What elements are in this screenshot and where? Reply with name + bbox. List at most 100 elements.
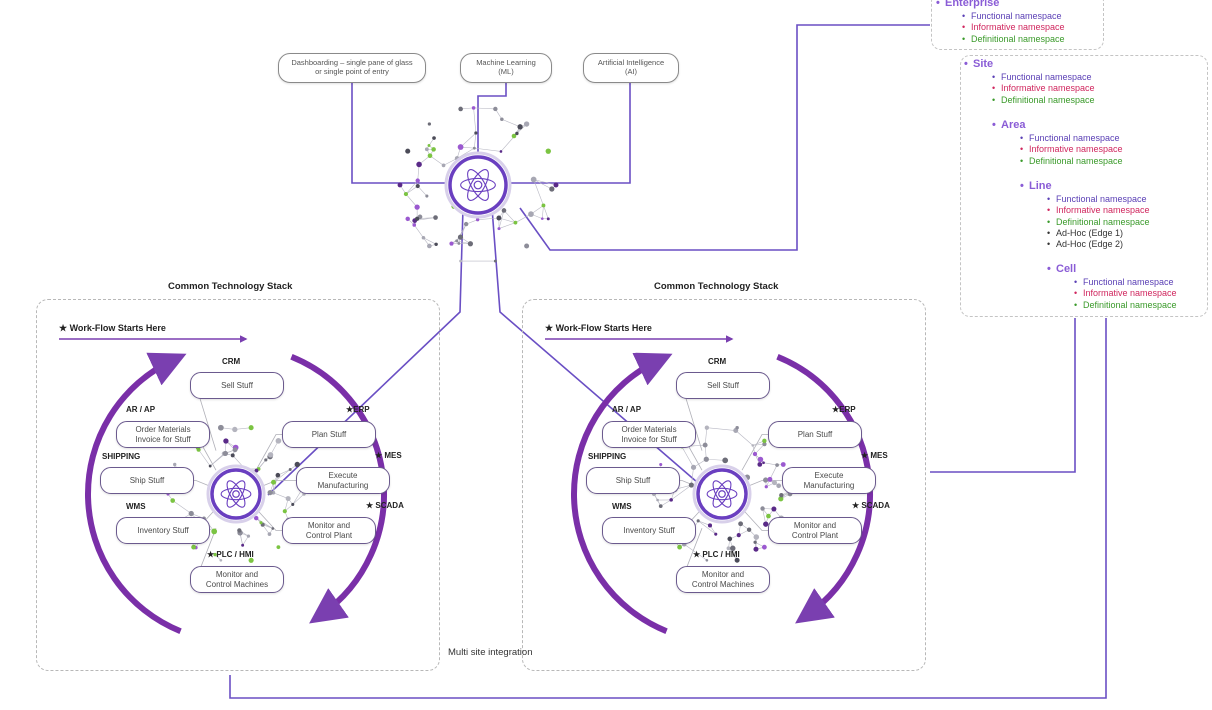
globe-node bbox=[523, 121, 530, 127]
system-box-1-3[interactable]: Execute Manufacturing bbox=[296, 467, 390, 494]
level-site: •Site bbox=[964, 58, 993, 70]
globe-node bbox=[455, 239, 459, 243]
globe-node bbox=[760, 506, 765, 511]
globe-edge bbox=[443, 158, 458, 166]
globe-node bbox=[282, 509, 287, 514]
globe-node bbox=[546, 217, 550, 221]
globe-node bbox=[496, 215, 502, 221]
globe-node bbox=[427, 243, 432, 249]
globe-node bbox=[493, 106, 498, 112]
multi-site-label: Multi site integration bbox=[448, 647, 533, 658]
system-link bbox=[741, 508, 768, 531]
globe-node bbox=[188, 510, 194, 517]
system-tag-1-8: AR / AP bbox=[126, 405, 156, 414]
stack-title-2: Common Technology Stack bbox=[654, 281, 779, 292]
globe-node bbox=[254, 468, 259, 473]
globe-edge bbox=[698, 520, 711, 526]
globe-edge bbox=[423, 237, 437, 245]
system-box-1-8[interactable]: Order Materials Invoice for Stuff bbox=[116, 421, 210, 448]
namespace-label: Informative namespace bbox=[1001, 83, 1095, 94]
atom-orbit bbox=[460, 177, 496, 193]
bullet-icon: • bbox=[1047, 216, 1051, 227]
globe-node bbox=[397, 182, 403, 188]
globe-node bbox=[434, 242, 438, 247]
system-tag-2-1: CRM bbox=[708, 357, 727, 366]
cycle-arrow-left bbox=[571, 352, 673, 635]
level-label: Enterprise bbox=[945, 0, 1000, 9]
globe-edge bbox=[681, 446, 694, 468]
globe-node bbox=[549, 186, 555, 192]
globe-node bbox=[738, 521, 744, 527]
system-box-1-2[interactable]: Plan Stuff bbox=[282, 421, 376, 448]
globe-node bbox=[457, 234, 464, 240]
input-dash[interactable]: Dashboarding – single pane of glass or s… bbox=[278, 53, 426, 83]
globe-node bbox=[541, 203, 546, 208]
globe-edge bbox=[273, 492, 289, 499]
namespace-cell-1: •Functional namespace bbox=[1074, 277, 1174, 287]
globe-edge bbox=[503, 210, 516, 223]
globe-node bbox=[726, 546, 731, 551]
globe-node bbox=[753, 546, 759, 552]
system-box-1-1[interactable]: Sell Stuff bbox=[190, 372, 284, 399]
namespace-label: Definitional namespace bbox=[1056, 216, 1150, 227]
globe-node bbox=[771, 506, 777, 512]
globe-edge bbox=[405, 180, 418, 195]
input-ai[interactable]: Artificial Intelligence (AI) bbox=[583, 53, 679, 83]
enterprise-box bbox=[931, 0, 1104, 50]
system-box-2-8[interactable]: Order Materials Invoice for Stuff bbox=[602, 421, 696, 448]
globe-node bbox=[707, 523, 713, 528]
namespace-line-1: •Functional namespace bbox=[1047, 194, 1147, 204]
globe-node bbox=[735, 425, 739, 430]
globe-node bbox=[688, 482, 694, 488]
system-box-2-7[interactable]: Ship Stuff bbox=[586, 467, 680, 494]
globe-edge bbox=[198, 449, 211, 467]
system-tag-2-5: ★ PLC / HMI bbox=[693, 550, 740, 559]
globe-node bbox=[431, 147, 436, 152]
globe-edge bbox=[460, 132, 477, 148]
atom-icon bbox=[220, 480, 252, 508]
system-box-1-4[interactable]: Monitor and Control Plant bbox=[282, 517, 376, 544]
system-box-2-3[interactable]: Execute Manufacturing bbox=[782, 467, 876, 494]
globe-node bbox=[170, 498, 176, 503]
system-box-2-6[interactable]: Inventory Stuff bbox=[602, 517, 696, 544]
level-enterprise: •Enterprise bbox=[936, 0, 999, 9]
atom-orbit bbox=[712, 480, 732, 508]
globe-node bbox=[517, 124, 523, 130]
system-link bbox=[255, 434, 282, 471]
system-box-1-7[interactable]: Ship Stuff bbox=[100, 467, 194, 494]
system-tag-2-8: AR / AP bbox=[612, 405, 642, 414]
globe-edge bbox=[473, 107, 496, 110]
namespace-globes bbox=[166, 106, 793, 563]
atom-icon bbox=[706, 480, 738, 508]
globe-node bbox=[267, 452, 274, 458]
globe-node bbox=[763, 521, 769, 527]
globe-node bbox=[232, 426, 238, 433]
globe-node bbox=[471, 106, 476, 110]
globe-node bbox=[705, 558, 709, 562]
globe-node bbox=[425, 194, 429, 198]
system-box-2-2[interactable]: Plan Stuff bbox=[768, 421, 862, 448]
input-ml[interactable]: Machine Learning (ML) bbox=[460, 53, 552, 83]
globe-node bbox=[267, 489, 273, 496]
system-box-2-4[interactable]: Monitor and Control Plant bbox=[768, 517, 862, 544]
globe-node bbox=[702, 442, 708, 448]
globe-edge bbox=[273, 475, 279, 493]
namespace-label: Informative namespace bbox=[1029, 144, 1123, 155]
namespace-site-2: •Informative namespace bbox=[992, 83, 1095, 93]
globe-node bbox=[778, 496, 784, 502]
globe-node bbox=[405, 148, 411, 154]
system-box-1-5[interactable]: Monitor and Control Machines bbox=[190, 566, 284, 593]
globe-node bbox=[414, 204, 420, 210]
globe-edge bbox=[706, 458, 726, 461]
system-box-1-6[interactable]: Inventory Stuff bbox=[116, 517, 210, 544]
globe-node bbox=[690, 464, 697, 470]
globe-node bbox=[211, 528, 218, 535]
globe-edge bbox=[670, 484, 692, 501]
system-box-2-5[interactable]: Monitor and Control Machines bbox=[676, 566, 770, 593]
globe-node bbox=[696, 519, 700, 523]
namespace-label: Informative namespace bbox=[971, 22, 1065, 33]
atom-orbit bbox=[226, 480, 246, 508]
system-box-2-1[interactable]: Sell Stuff bbox=[676, 372, 770, 399]
cycle-arrow-left bbox=[85, 352, 187, 635]
globe-node bbox=[259, 521, 263, 525]
